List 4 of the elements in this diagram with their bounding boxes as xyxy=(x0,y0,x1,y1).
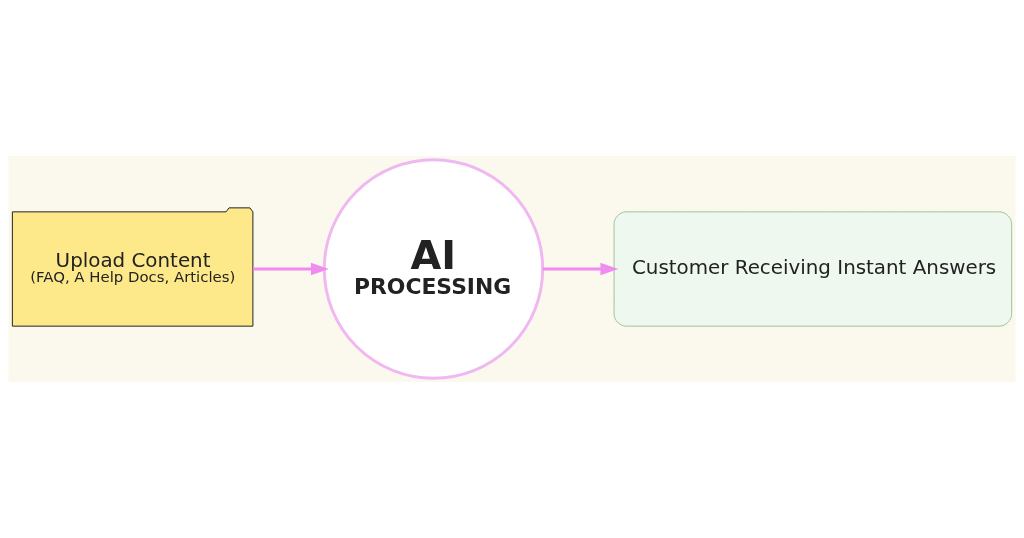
arrow xyxy=(542,262,619,276)
node-box: Customer Receiving Instant Answers xyxy=(613,211,1013,327)
node-circle: AI PROCESSING xyxy=(322,158,545,380)
arrow xyxy=(253,262,329,276)
